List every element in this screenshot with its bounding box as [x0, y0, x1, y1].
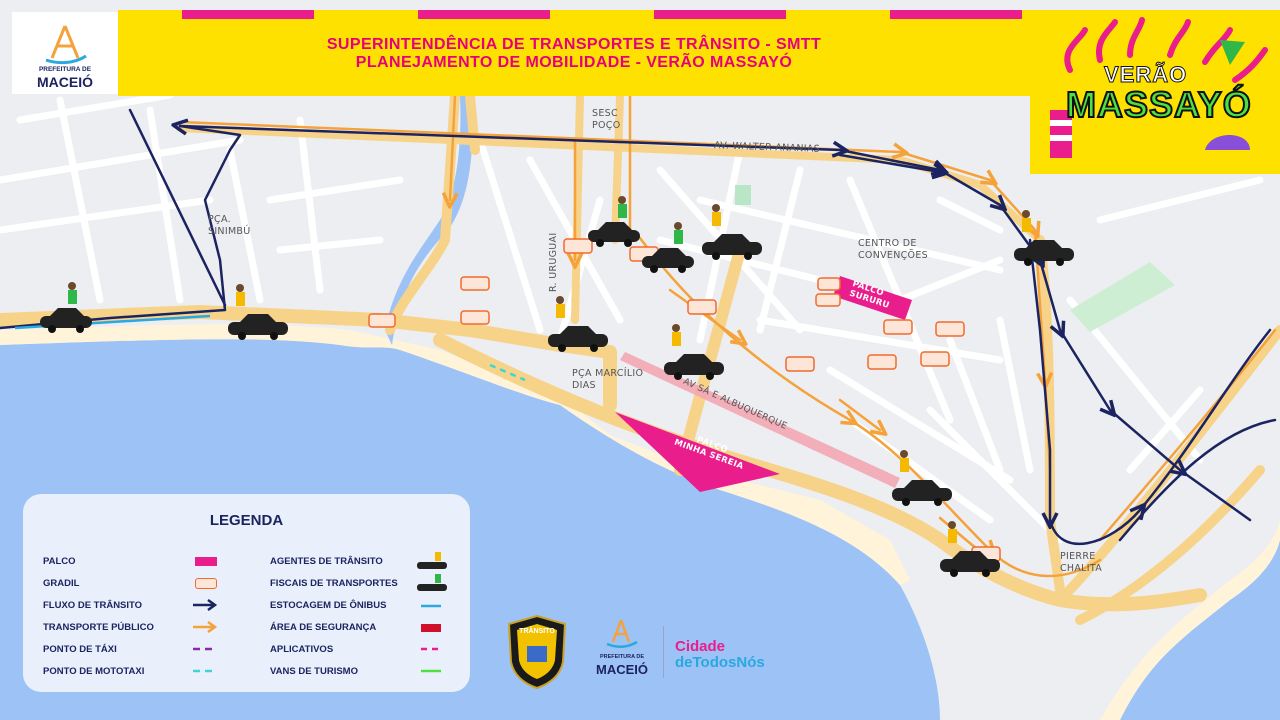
badge-line1: VERÃO [1103, 62, 1188, 88]
legend-title: LEGENDA [209, 512, 284, 529]
header-stripe [890, 10, 1022, 19]
legend-item: FLUXO DE TRÂNSITO [43, 600, 143, 611]
legend-item: GRADIL [43, 578, 80, 589]
legend-item: PONTO DE MOTOTAXI [43, 666, 145, 677]
legend-item: PONTO DE TÁXI [43, 644, 117, 655]
pref-top-text: PREFEITURA DE [599, 654, 645, 660]
legend-item: ÁREA DE SEGURANÇA [270, 622, 377, 633]
security-area [620, 352, 900, 488]
label-sesc-poco: SESC POÇO [592, 108, 621, 132]
park-small [735, 185, 751, 205]
prefeitura-logo: PREFEITURA DE MACEIÓ [12, 12, 118, 94]
verao-massayo-badge: VERÃO MASSAYÓ [1030, 10, 1280, 174]
bus-storage-swatch-icon [421, 604, 441, 608]
legend-item: AGENTES DE TRÂNSITO [270, 556, 383, 567]
transport-arrow-icon [193, 620, 218, 634]
logo-name: MACEIÓ [37, 74, 93, 90]
stage-swatch-icon [195, 557, 217, 566]
header-subtitle: PLANEJAMENTO DE MOBILIDADE - VERÃO MASSA… [355, 54, 793, 71]
vans-swatch-icon [421, 669, 441, 673]
legend-item: ESTOCAGEM DE ÔNIBUS [270, 600, 387, 611]
pref-logo-mark-icon [606, 619, 638, 648]
label-pca-marcilio-dias: PÇA MARCÍLIO DIAS [572, 368, 644, 391]
header-stripe [182, 10, 314, 19]
agent-car-icon [417, 552, 447, 569]
sea-right [1120, 540, 1280, 720]
taxi-swatch-icon [193, 647, 215, 651]
mototaxi-swatch-icon [193, 669, 215, 673]
logo-divider [663, 626, 664, 678]
barrier-swatch-icon [195, 578, 217, 589]
legend-item: PALCO [43, 556, 76, 567]
logo-top-text: PREFEITURA DE [38, 66, 92, 73]
legend-item: VANS DE TURISMO [270, 666, 358, 677]
label-sinimbu: PÇA. SINIMBÚ [208, 214, 251, 237]
pref-name: MACEIÓ [596, 662, 648, 677]
bottom-logos: TRÂNSITO PREFEITURA DE MACEIÓ Cidade deT… [505, 612, 795, 692]
flow-arrow-icon [193, 598, 218, 612]
stage-minha-sereia [615, 412, 780, 492]
security-swatch-icon [421, 624, 441, 632]
legend-item: TRANSPORTE PÚBLICO [43, 622, 154, 633]
header-stripe [654, 10, 786, 19]
agents-and-cars [40, 196, 1074, 577]
badge-art-icon [1050, 17, 1268, 158]
transito-shield-icon [507, 614, 567, 690]
header-title: SUPERINTENDÊNCIA DE TRANSPORTES E TRÂNSI… [326, 36, 822, 53]
header-banner: SUPERINTENDÊNCIA DE TRANSPORTES E TRÂNSI… [118, 10, 1030, 96]
badge-line2: MASSAYÓ [1065, 83, 1252, 126]
label-pierre-chalita: PIERRE CHALITA [1060, 551, 1103, 574]
slogan-line2: deTodosNós [675, 654, 765, 671]
label-sesc: SESC POÇO [592, 108, 621, 131]
header-stripe [418, 10, 550, 19]
legend-panel: LEGENDA PALCO GRADIL FLUXO DE TRÂNSITO T… [23, 494, 470, 692]
legend-item: APLICATIVOS [270, 644, 334, 655]
shield-text: TRÂNSITO [519, 628, 555, 635]
apps-swatch-icon [421, 647, 441, 651]
barriers [368, 238, 1001, 562]
slogan-line1: Cidade [675, 638, 726, 655]
inspector-car-icon [417, 574, 447, 591]
river [385, 96, 473, 345]
legend-item: FISCAIS DE TRANSPORTES [270, 578, 398, 589]
label-centro-convencoes: CENTRO DE CONVENÇÕES [858, 238, 928, 261]
label-r-uruguai: R. URUGUAI [548, 232, 559, 292]
logo-mark-icon [45, 25, 87, 65]
